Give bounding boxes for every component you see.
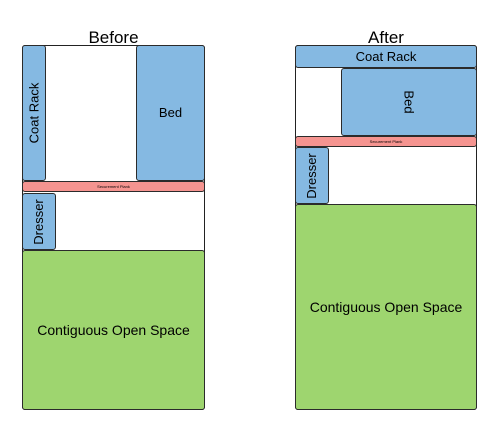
- after-open-space: Contiguous Open Space: [295, 204, 477, 410]
- after-dresser: Dresser: [295, 147, 329, 204]
- after-plank-label: Securement Plank: [369, 139, 403, 144]
- before-open-space: Contiguous Open Space: [22, 250, 205, 410]
- before-coat-rack-label: Coat Rack: [26, 82, 42, 144]
- after-dresser-label: Dresser: [304, 152, 320, 199]
- after-bed: Bed: [341, 68, 477, 136]
- before-title: Before: [88, 28, 139, 47]
- after-bed-label: Bed: [401, 90, 417, 114]
- before-plank-label: Securement Plank: [97, 184, 130, 189]
- before-dresser-label: Dresser: [31, 198, 47, 245]
- after-coat-rack-label: Coat Rack: [355, 48, 417, 64]
- before-securement-plank: Securement Plank: [22, 181, 205, 192]
- after-open-space-label: Contiguous Open Space: [309, 299, 463, 315]
- before-dresser: Dresser: [22, 193, 56, 250]
- before-coat-rack: Coat Rack: [22, 45, 46, 181]
- before-open-space-label: Contiguous Open Space: [37, 322, 190, 338]
- before-bed-label: Bed: [158, 105, 183, 120]
- after-securement-plank: Securement Plank: [295, 136, 477, 147]
- after-title: After: [368, 28, 404, 47]
- after-coat-rack: Coat Rack: [295, 45, 477, 68]
- before-bed: Bed: [136, 45, 205, 181]
